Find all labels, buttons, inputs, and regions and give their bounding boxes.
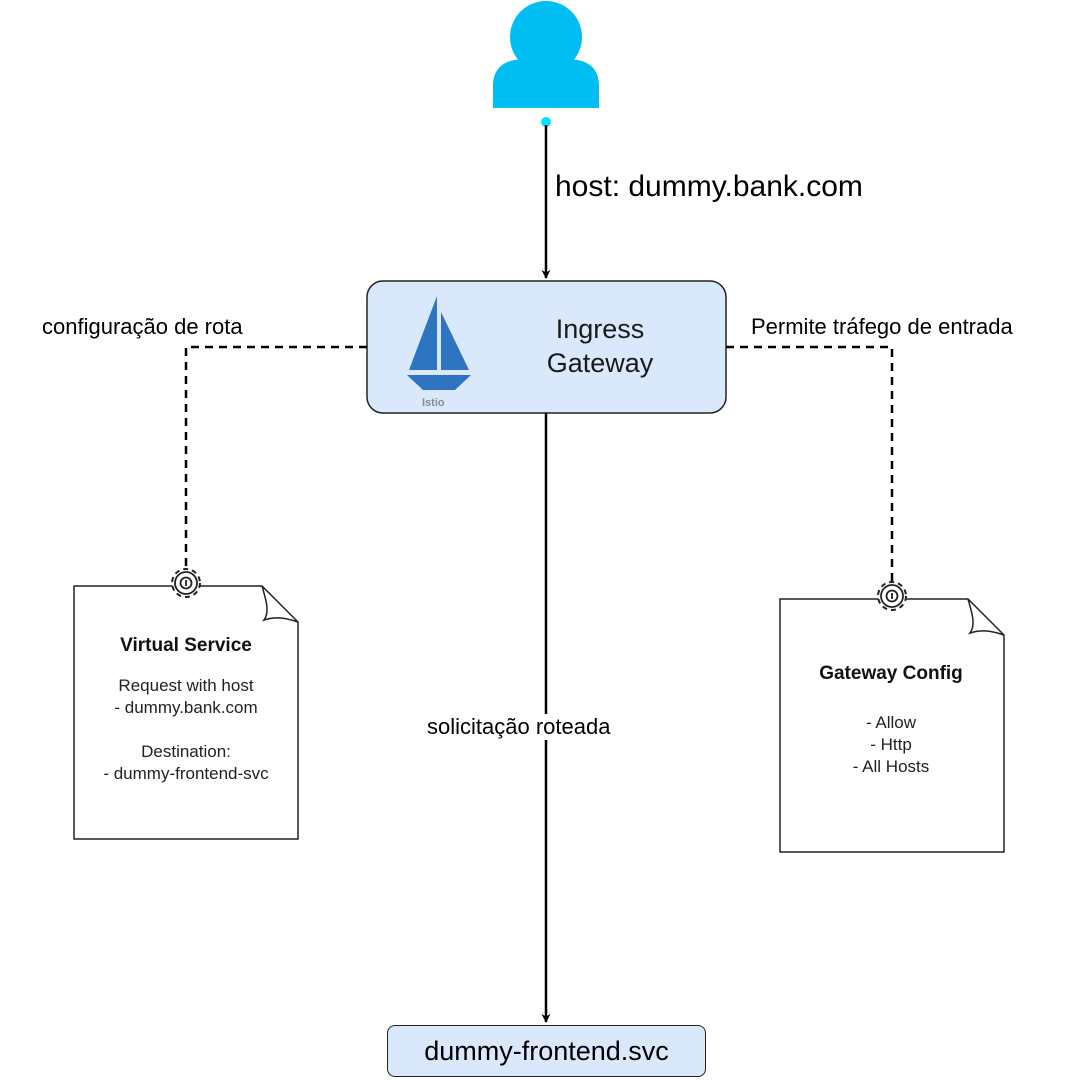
gateway-title-line1: Ingress — [555, 314, 645, 344]
gateway-title-line2: Gateway — [546, 348, 654, 378]
gateway-config-text: Gateway Config - Allow - Http - All Host… — [780, 663, 1002, 778]
gc-line-1: - Allow — [865, 713, 917, 732]
frontend-service-box[interactable]: dummy-frontend.svc — [387, 1025, 706, 1077]
istio-logo-text: Istio — [422, 397, 445, 409]
gateway-config-document[interactable] — [779, 598, 1005, 853]
connection-point — [541, 117, 551, 127]
gateway-config-connector — [726, 345, 894, 583]
vs-line-1: Request with host — [118, 676, 254, 695]
routed-request-label: solicitação roteada — [427, 714, 611, 740]
route-config-connector — [184, 345, 367, 572]
virtual-service-title: Virtual Service — [120, 635, 252, 656]
host-edge-label: host: dummy.bank.com — [555, 170, 863, 203]
istio-logo-icon — [407, 296, 471, 390]
gc-line-2: - Http — [870, 735, 912, 754]
gear-icon — [171, 568, 201, 598]
ingress-gateway-title: Ingress Gateway — [520, 312, 680, 380]
vs-line-4: - dummy-frontend-svc — [103, 764, 269, 783]
gear-icon — [877, 581, 907, 611]
allow-traffic-label: Permite tráfego de entrada — [751, 314, 1013, 339]
frontend-service-label: dummy-frontend.svc — [424, 1035, 669, 1066]
virtual-service-text: Virtual Service Request with host - dumm… — [76, 635, 296, 785]
user-icon — [493, 1, 599, 108]
gateway-config-title: Gateway Config — [819, 663, 963, 684]
gc-line-3: - All Hosts — [852, 757, 930, 776]
route-config-label: configuração de rota — [42, 314, 243, 339]
vs-line-3: Destination: — [141, 742, 231, 761]
virtual-service-document[interactable] — [73, 585, 299, 840]
vs-line-2: - dummy.bank.com — [114, 698, 258, 717]
